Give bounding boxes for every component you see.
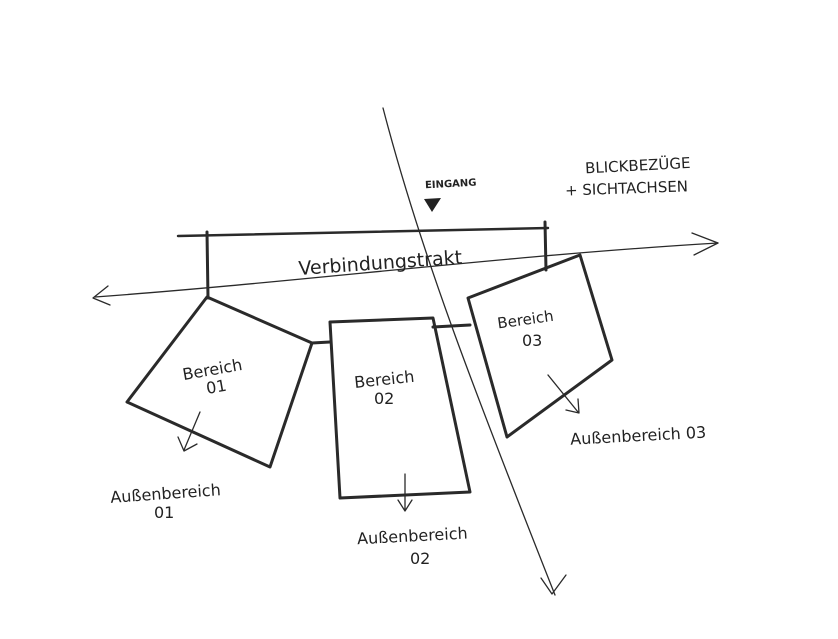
- arrow-head-icon: [691, 232, 719, 256]
- area-02: [328, 316, 472, 512]
- arrow-down-icon: [397, 473, 413, 512]
- outdoor-02-number: 02: [410, 549, 430, 568]
- area-01-number: 01: [205, 376, 228, 398]
- sight-axis-diagonal: [382, 107, 567, 596]
- outdoor-03-label: Außenbereich 03: [570, 423, 707, 449]
- area-03: [466, 253, 614, 439]
- entrance-triangle-icon: [424, 198, 441, 212]
- area-01: [125, 295, 332, 469]
- outdoor-01-number: 01: [154, 503, 174, 522]
- sight-axes-label-line1: BLICKBEZÜGE: [585, 153, 691, 177]
- arrow-head-icon: [540, 574, 567, 595]
- sight-axis-horizontal: [92, 232, 719, 306]
- connector-wing: [176, 220, 550, 300]
- entrance-label: EINGANG: [425, 178, 477, 192]
- outdoor-02-label: Außenbereich: [357, 524, 468, 549]
- arrow-down-icon: [177, 411, 201, 452]
- connector-label: Verbindungstrakt: [298, 247, 463, 280]
- area-03-number: 03: [522, 331, 542, 350]
- area-02-number: 02: [374, 389, 394, 408]
- arrow-down-right-icon: [547, 374, 580, 414]
- area-03-name: Bereich: [496, 307, 554, 333]
- sight-axes-label-line2: + SICHTACHSEN: [565, 177, 689, 199]
- arrow-head-icon: [92, 285, 111, 306]
